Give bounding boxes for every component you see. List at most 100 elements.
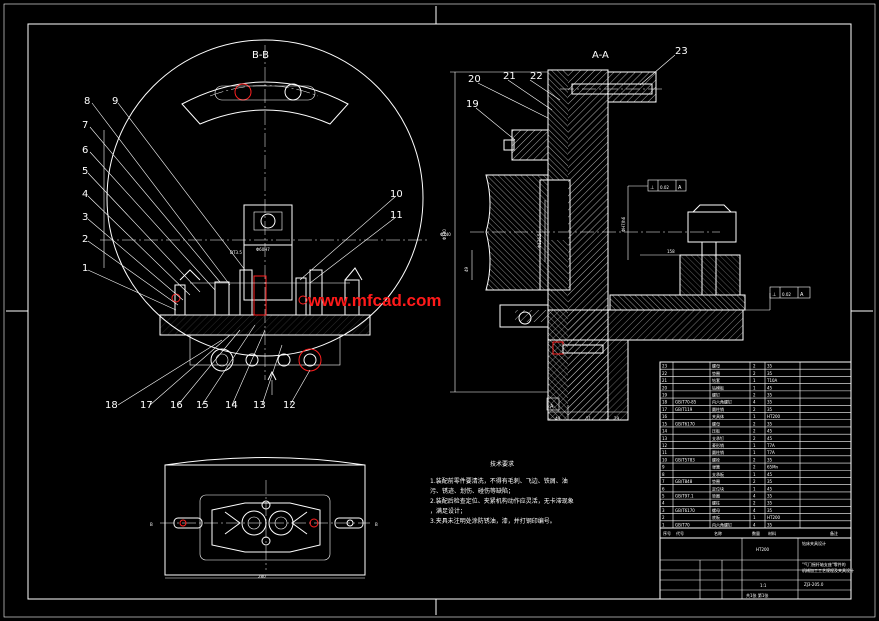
part-label-6: 6 [82, 145, 88, 156]
dim-49b: 49 [555, 416, 561, 421]
bom-cell: 螺栓 [712, 456, 720, 462]
dim-49: 49 [464, 266, 469, 272]
gdt1-symbol: ⊥ [650, 185, 654, 191]
bom-cell: 8 [662, 472, 665, 477]
bom-cell: HT200 [767, 414, 781, 419]
aa-leaders [475, 54, 676, 141]
bom-cell: 钻模板 [712, 384, 724, 390]
bom-cell: 垫圈 [712, 478, 720, 484]
watermark: www.mfcad.com [307, 291, 442, 310]
gdt-frame-2: ⊥ 0.02 A [769, 286, 811, 299]
bom-cell: GB/T97.1 [675, 494, 694, 499]
bom-cell: 2 [753, 421, 756, 426]
bom-cell: 定位块 [712, 485, 724, 491]
bom-cell: GB/T6170 [675, 421, 695, 426]
bom-cell: 2 [753, 465, 756, 470]
dim-29: 29 [614, 416, 620, 421]
part-label-8: 8 [84, 96, 90, 107]
bom-cell: 10 [662, 457, 668, 462]
bom-cell: 35 [767, 392, 773, 397]
bom-header-name: 名称 [714, 530, 722, 536]
bom-cell: 内六角螺钉 [712, 399, 732, 405]
gdt2-symbol: ⊥ [772, 292, 776, 298]
bom-cell: 钻套 [712, 377, 720, 383]
section-bb-view: B-B DT3.5 Φ60H7 [82, 39, 451, 411]
bom-cell: 1 [753, 515, 756, 520]
bom-cell: GB/T70 [675, 522, 690, 527]
section-aa-title: A-A [592, 50, 609, 61]
part-label-12: 12 [283, 400, 296, 411]
part-label-22: 22 [530, 71, 543, 82]
part-label-7: 7 [82, 120, 88, 131]
bom-cell: 2 [753, 429, 756, 434]
bom-header-qty: 数量 [752, 530, 760, 536]
bom-cell: 23 [662, 364, 668, 369]
tb-title-2: "气门摇杆轴支座"零件的 [802, 561, 846, 567]
bom-cell: 45 [767, 472, 773, 477]
bom-cell: 14 [662, 429, 668, 434]
tech-req-line-5: 3.夹具未注明处涂防锈油，漆，并打钢印编号。 [430, 517, 556, 525]
dim-phi-136: Φ136.5 [537, 233, 542, 248]
part-label-15: 15 [196, 400, 209, 411]
dim-phi-180: Φ180 [442, 229, 447, 240]
dim-158: 158 [667, 249, 675, 254]
bom-header-material: 材料 [768, 530, 776, 536]
svg-text:B: B [375, 522, 378, 527]
section-aa-view: A-A [442, 46, 811, 421]
bom-cell: 35 [767, 494, 773, 499]
bom-cell: T10A [766, 378, 778, 383]
bom-cell: 垫圈 [712, 493, 720, 499]
bom-cell: 2 [753, 364, 756, 369]
bom-cell: 13 [662, 436, 668, 441]
datum-a: A [546, 397, 560, 411]
part-label-16: 16 [170, 400, 183, 411]
bom-cell: 螺母 [712, 363, 720, 369]
part-label-4: 4 [82, 189, 88, 200]
bom-cell: 21 [662, 378, 668, 383]
section-bb-title: B-B [252, 50, 269, 61]
bom-cell: 35 [767, 501, 773, 506]
dim-240: Φ240 [440, 232, 451, 237]
tech-req-line-3: 2.装配后检查定位、夹紧机构动作应灵活，无卡滞现象 [430, 497, 574, 505]
bom-cell: 15 [662, 421, 668, 426]
bom-cell: 支承钉 [712, 435, 724, 441]
bom-cell: 夹具体 [712, 413, 724, 419]
bom-cell: 16 [662, 414, 668, 419]
dim-280: 280 [258, 574, 266, 579]
plan-view: B B 280 [150, 457, 378, 579]
bom-cell: 2 [753, 501, 756, 506]
bom-cell: 65Mn [767, 465, 779, 470]
aa-part-labels: 20 21 22 23 19 [466, 46, 688, 110]
tb-title-1: 钻床夹具设计 [802, 540, 826, 546]
bom-cell: 垫圈 [712, 370, 720, 376]
part-label-19: 19 [466, 99, 479, 110]
bb-part-labels: 8 9 7 6 5 4 3 2 1 10 11 18 17 16 15 14 1… [82, 96, 403, 411]
bom-cell: 22 [662, 371, 668, 376]
bom-cell: 35 [767, 400, 773, 405]
tb-code: ZJ3-205.0 [804, 582, 824, 587]
bom-cell: 9 [662, 465, 665, 470]
bom-cell: 35 [767, 479, 773, 484]
part-label-10: 10 [390, 189, 403, 200]
bom-cell: 12 [662, 443, 668, 448]
bom-cell: 2 [753, 407, 756, 412]
bom-cell: GB/T119 [675, 407, 693, 412]
bom-cell: 19 [662, 392, 668, 397]
bom-cell: 4 [753, 522, 756, 527]
part-label-14: 14 [225, 400, 238, 411]
part-label-5: 5 [82, 166, 88, 177]
bom-cell: 6 [662, 486, 665, 491]
bom-cell: 45 [767, 385, 773, 390]
bom-cell: 1 [753, 443, 756, 448]
bom-header-code: 代号 [676, 530, 684, 536]
bom-cell: 4 [753, 400, 756, 405]
bom-cell: 11 [662, 450, 668, 455]
part-label-3: 3 [82, 212, 88, 223]
bom-cell: 45 [767, 429, 773, 434]
bom-cell: 45 [767, 486, 773, 491]
part-label-13: 13 [253, 400, 266, 411]
bom-cell: 菱形销 [712, 442, 724, 448]
bom-cell: 2 [662, 515, 665, 520]
tb-scale: 1:1 [760, 583, 767, 588]
